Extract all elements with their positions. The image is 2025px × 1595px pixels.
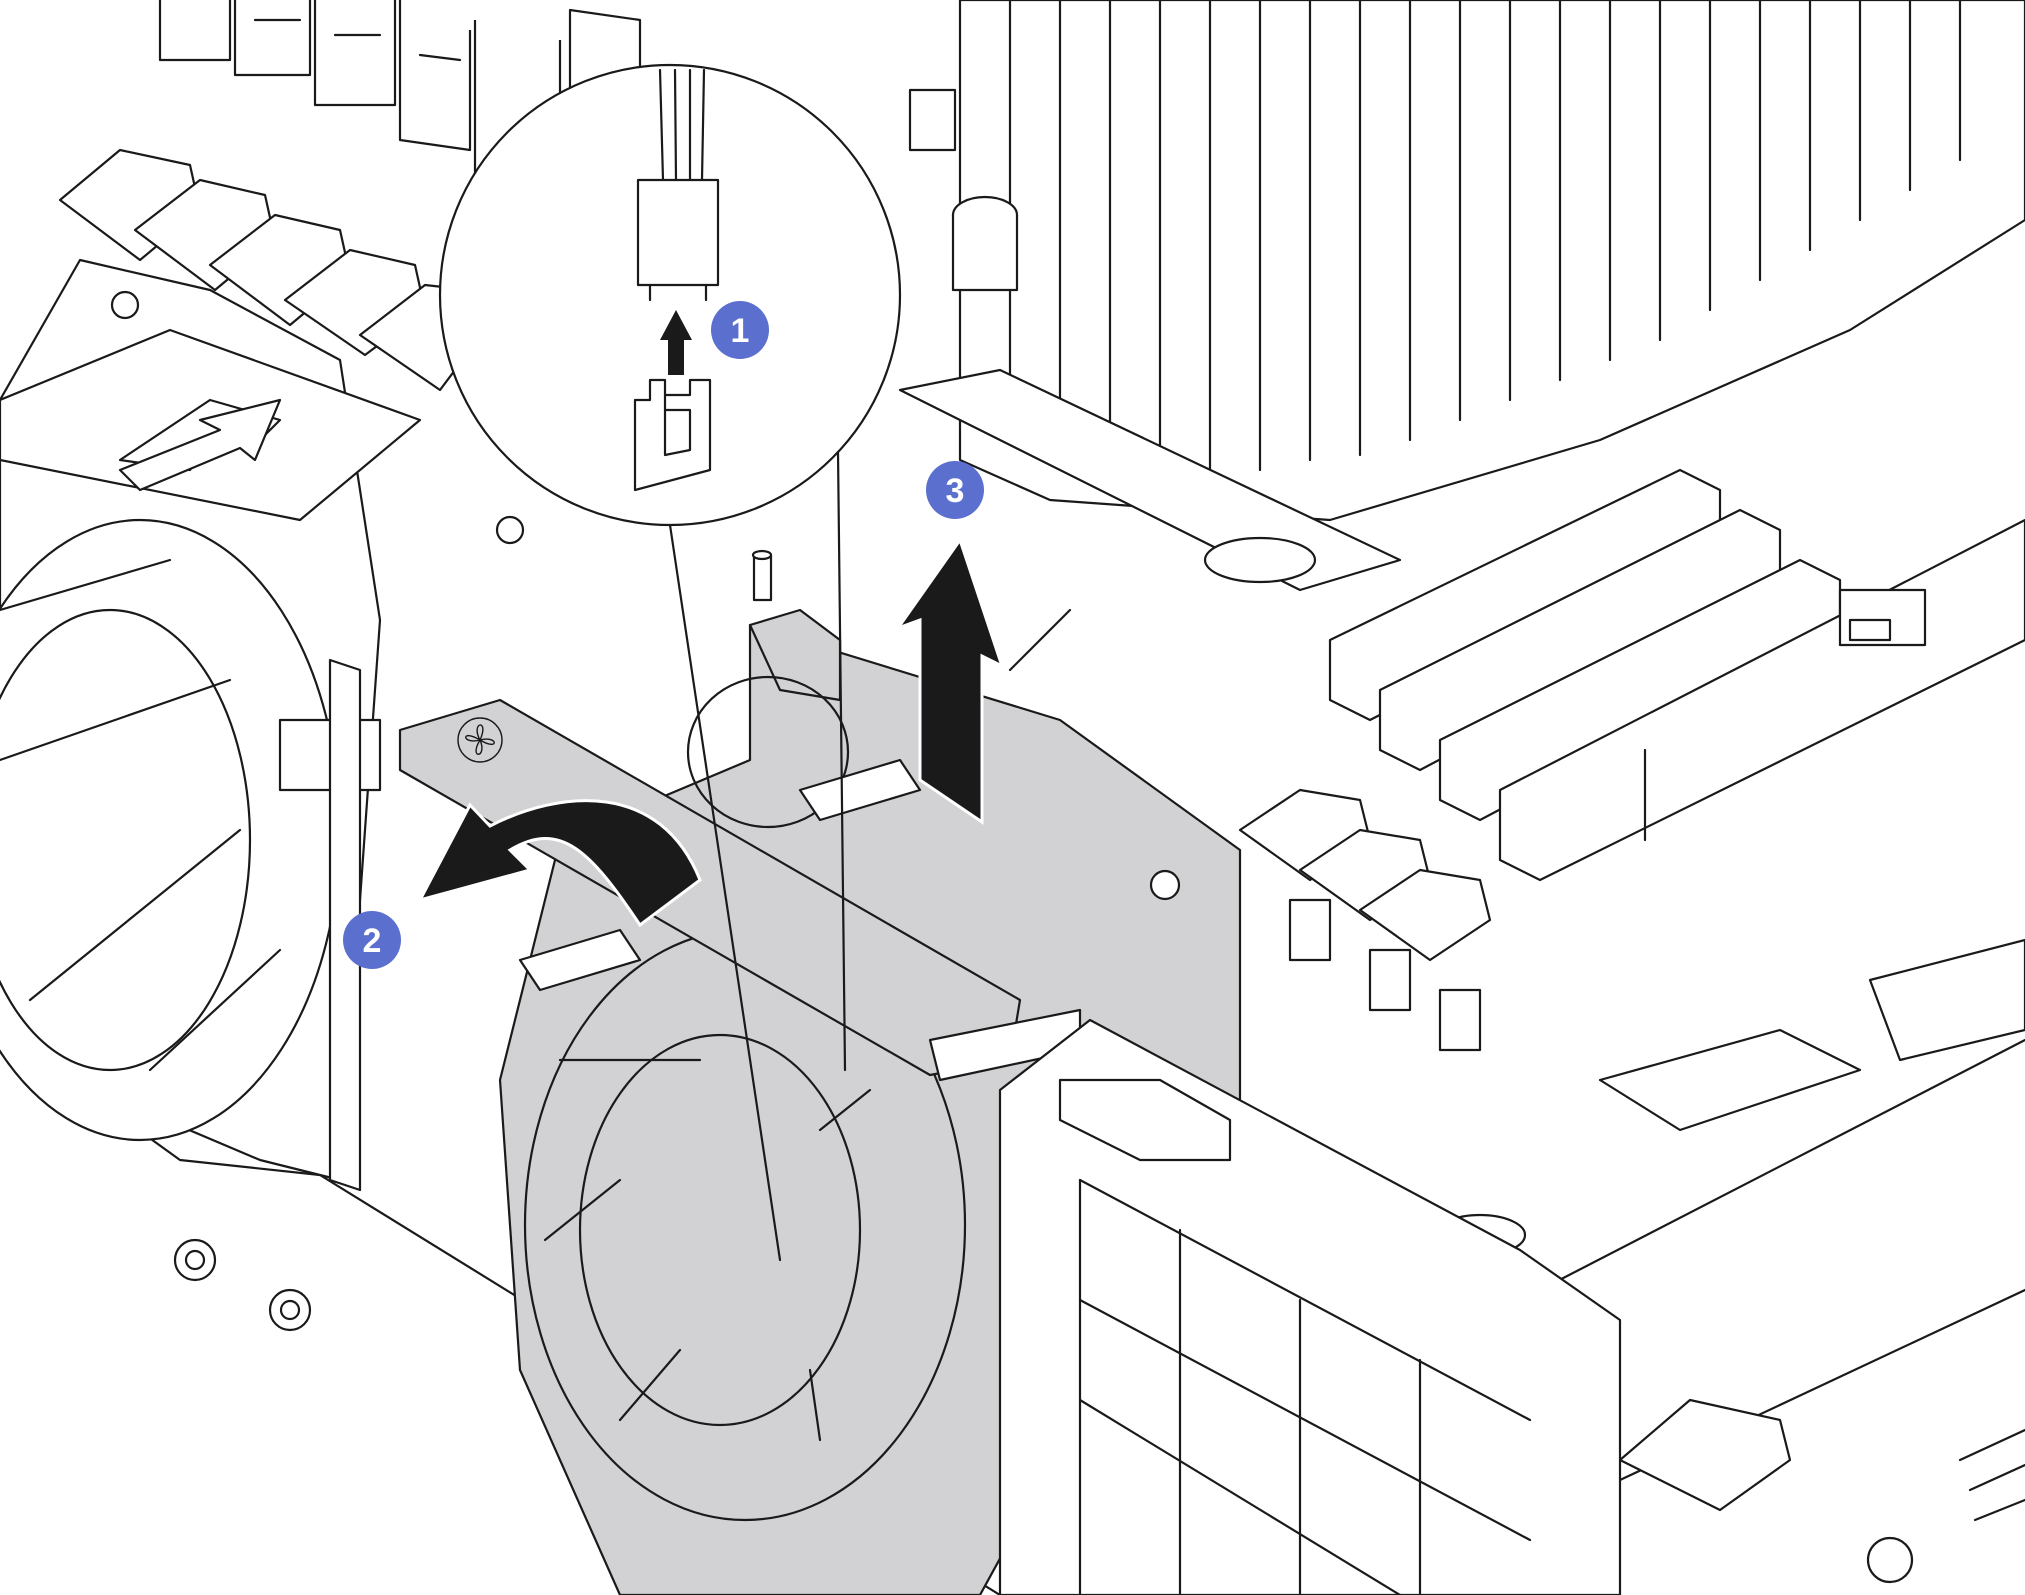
svg-text:3: 3 xyxy=(946,472,965,510)
fan-cage-front xyxy=(998,1018,1622,1595)
processor-heat-sink xyxy=(898,0,2025,592)
svg-text:2: 2 xyxy=(363,922,382,960)
svg-text:1: 1 xyxy=(731,312,750,350)
cable-detail-callout xyxy=(438,63,902,1262)
fan-icon xyxy=(457,717,503,763)
airflow-direction-arrow xyxy=(118,398,282,492)
step-badge-3: 3 xyxy=(926,461,984,519)
step-badge-1: 1 xyxy=(711,301,769,359)
step-2-rotate-arrow xyxy=(417,799,702,928)
step-3-lift-arrow xyxy=(894,536,1072,825)
dimm-slots-right xyxy=(1238,468,2025,1257)
step-badge-2: 2 xyxy=(343,911,401,969)
